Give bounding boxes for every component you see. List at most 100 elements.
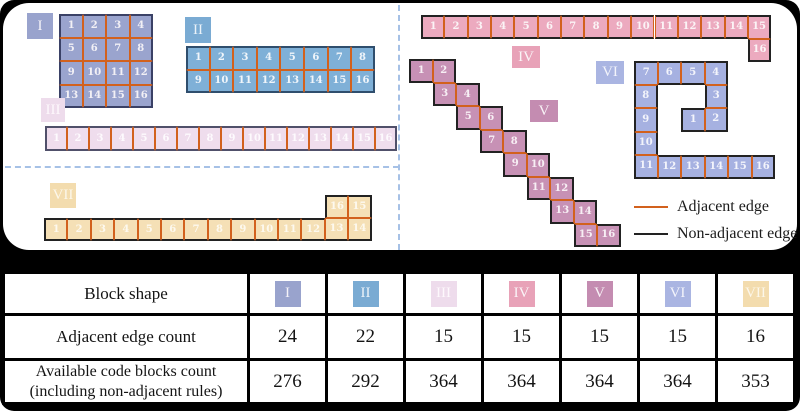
shape-VI-cell-12: 12	[657, 155, 681, 179]
shape-III-label: III	[41, 98, 65, 122]
adjacent-count-I: 24	[247, 313, 328, 361]
legend-non-adjacent-label: Non-adjacent edge	[677, 225, 798, 242]
horizontal-dashed-divider	[5, 166, 399, 168]
shape-IV-cell-3: 3	[467, 15, 492, 39]
shape-VI-cell-13: 13	[681, 155, 705, 179]
shape-IV-cell-5: 5	[514, 15, 538, 39]
shape-V-cell-4: 4	[456, 82, 480, 106]
adjacent-count-IV: 15	[481, 313, 562, 361]
shape-VII-cell-14: 14	[348, 218, 372, 242]
stats-table-wrap: Block shape I II III IV V VI VII Adjacen…	[2, 271, 796, 405]
shape-VII-cell-2: 2	[67, 218, 91, 242]
available-count-I: 276	[247, 358, 328, 405]
adjacent-edge-line-icon	[634, 206, 668, 208]
shape-VI-cell-3: 3	[704, 84, 728, 108]
shape-VII-cell-15: 15	[348, 194, 372, 219]
stats-table: Block shape I II III IV V VI VII Adjacen…	[2, 271, 796, 405]
shape-II-cell-7: 7	[327, 46, 352, 70]
vertical-dashed-divider	[398, 5, 400, 250]
shape-IV-cell-14: 14	[724, 15, 748, 39]
shape-VI-cell-9: 9	[634, 108, 658, 132]
table-badge-V: V	[586, 280, 613, 307]
shape-IV-cell-12: 12	[677, 15, 702, 39]
shape-II-cell-8: 8	[351, 46, 375, 70]
shape-IV-cell-4: 4	[491, 15, 515, 39]
shape-III-cell-7: 7	[177, 126, 199, 151]
adjacent-count-III: 15	[403, 313, 484, 361]
adjacent-edge-count-label: Adjacent edge count	[2, 313, 250, 361]
shape-IV-cell-7: 7	[561, 15, 585, 39]
shape-VII-cell-6: 6	[161, 218, 185, 242]
shape-VII-cell-11: 11	[278, 218, 302, 242]
legend-non-adjacent: Non-adjacent edge	[634, 225, 797, 243]
adjacent-count-VI: 15	[637, 313, 718, 361]
shape-V-cell-15: 15	[573, 223, 597, 247]
shape-VI-cell-7: 7	[634, 61, 658, 85]
shape-V-cell-10: 10	[526, 153, 550, 177]
table-badge-cell: III	[403, 271, 484, 316]
shape-IV-cell-11: 11	[654, 15, 678, 39]
shape-VII-cell-1: 1	[44, 218, 68, 242]
shape-III-cell-4: 4	[111, 126, 133, 151]
shape-VII-cell-8: 8	[207, 218, 232, 242]
shape-VI-cell-10: 10	[634, 131, 658, 155]
table-badge-cell: II	[325, 271, 406, 316]
shape-VII-cell-12: 12	[301, 218, 325, 242]
shape-I-cell-2: 2	[82, 14, 106, 38]
adjacent-count-II: 22	[325, 313, 406, 361]
shape-III-cell-10: 10	[243, 126, 265, 151]
shape-V-cell-14: 14	[573, 200, 597, 224]
shape-I-cell-14: 14	[82, 84, 106, 108]
shape-VII-cell-5: 5	[137, 218, 161, 242]
shape-VII-cell-13: 13	[324, 218, 349, 242]
shape-II-cell-15: 15	[327, 69, 352, 94]
table-badge-cell: IV	[481, 271, 562, 316]
shape-VI-cell-4: 4	[704, 61, 728, 85]
shape-II-cell-11: 11	[233, 69, 257, 94]
table-badge-III: III	[430, 280, 457, 307]
available-count-II: 292	[325, 358, 406, 405]
shape-V-cell-1: 1	[409, 59, 433, 83]
shape-V-cell-5: 5	[456, 106, 480, 130]
shape-I-cell-1: 1	[59, 14, 83, 38]
shape-II-cell-14: 14	[304, 69, 328, 94]
shape-V-cell-8: 8	[503, 129, 527, 153]
table-badge-cell: I	[247, 271, 328, 316]
available-count-V: 364	[559, 358, 640, 405]
shape-II-cell-5: 5	[280, 46, 304, 70]
table-row-adjacent-count: Adjacent edge count 24 22 15 15 15 15 16	[2, 313, 796, 361]
shape-II-label: II	[185, 17, 211, 43]
available-count-IV: 364	[481, 358, 562, 405]
shape-III-cell-2: 2	[67, 126, 89, 151]
shape-II-cell-2: 2	[209, 46, 234, 70]
shape-IV-cell-2: 2	[444, 15, 468, 39]
shape-VII-cell-4: 4	[114, 218, 138, 242]
shape-I-cell-15: 15	[106, 84, 130, 108]
shape-III-cell-14: 14	[331, 126, 353, 151]
available-count-VI: 364	[637, 358, 718, 405]
available-count-label-line2: (including non-adjacent rules)	[29, 382, 223, 400]
shape-VII-cell-3: 3	[90, 218, 115, 242]
shape-I-cell-12: 12	[129, 61, 153, 85]
shape-VI-cell-8: 8	[634, 84, 658, 108]
shape-III-cell-8: 8	[199, 126, 221, 151]
shape-III-cell-5: 5	[133, 126, 155, 151]
shape-I-cell-16: 16	[129, 84, 153, 108]
shape-IV-cell-16: 16	[747, 38, 772, 63]
shape-III-cell-13: 13	[309, 126, 331, 151]
shape-VI-cell-14: 14	[704, 155, 728, 179]
table-badge-VII: VII	[742, 280, 769, 307]
table-badge-IV: IV	[508, 280, 535, 307]
shape-VII-cell-16: 16	[324, 194, 349, 219]
shape-III-cell-9: 9	[221, 126, 243, 151]
shape-VI-cell-16: 16	[751, 155, 775, 179]
shape-II-cell-1: 1	[186, 46, 210, 70]
available-count-III: 364	[403, 358, 484, 405]
shape-V-cell-7: 7	[479, 129, 503, 153]
shape-IV-cell-13: 13	[701, 15, 725, 39]
shape-IV-label: IV	[512, 46, 540, 68]
table-row-available-count: Available code blocks count (including n…	[2, 358, 796, 405]
shape-I-cell-6: 6	[82, 37, 106, 61]
